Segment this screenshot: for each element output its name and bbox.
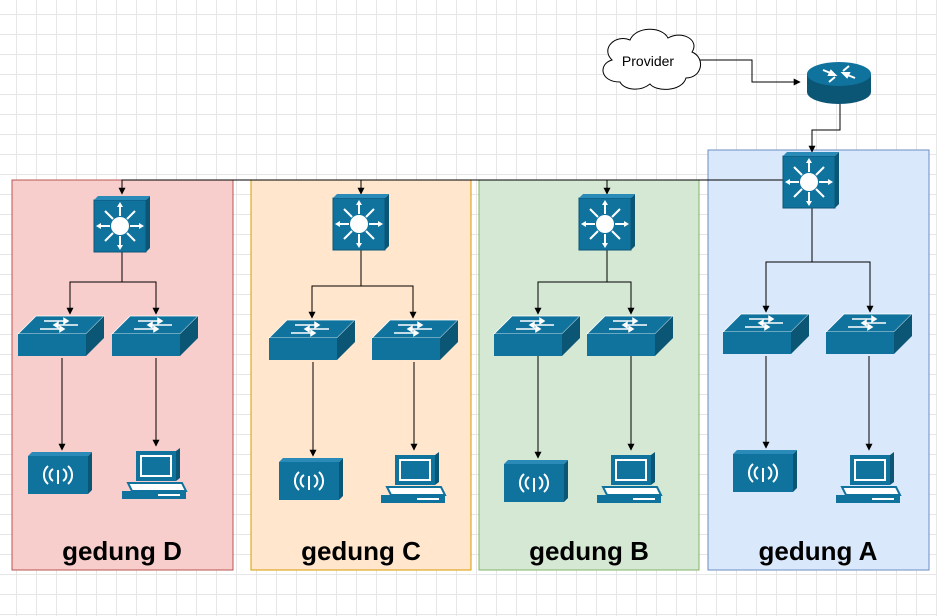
access-switch-icon [586,315,674,357]
building-label-a: gedung A [759,536,878,566]
wireless-ap-icon [503,459,569,503]
building-label-c: gedung C [301,536,421,566]
access-switch-icon [722,313,810,355]
router-icon [807,62,871,104]
distribution-switch-icon [578,193,636,251]
access-switch-icon [111,315,199,357]
connectors [58,59,874,459]
access-switch-icon [493,315,581,357]
wireless-ap-icon [27,451,93,495]
core-switch-icon [782,151,840,209]
wireless-ap-icon [278,457,344,501]
access-switch-icon [268,319,356,361]
cloud-label: Provider [622,53,674,69]
wireless-ap-icon [732,449,798,493]
building-label-b: gedung B [529,536,649,566]
access-switch-icon [371,319,459,361]
access-switch-icon [825,313,913,355]
access-switch-icon [17,315,105,357]
building-label-d: gedung D [62,536,182,566]
distribution-switch-icon [332,193,390,251]
distribution-switch-icon [93,195,151,253]
provider-cloud: Provider [602,28,701,90]
